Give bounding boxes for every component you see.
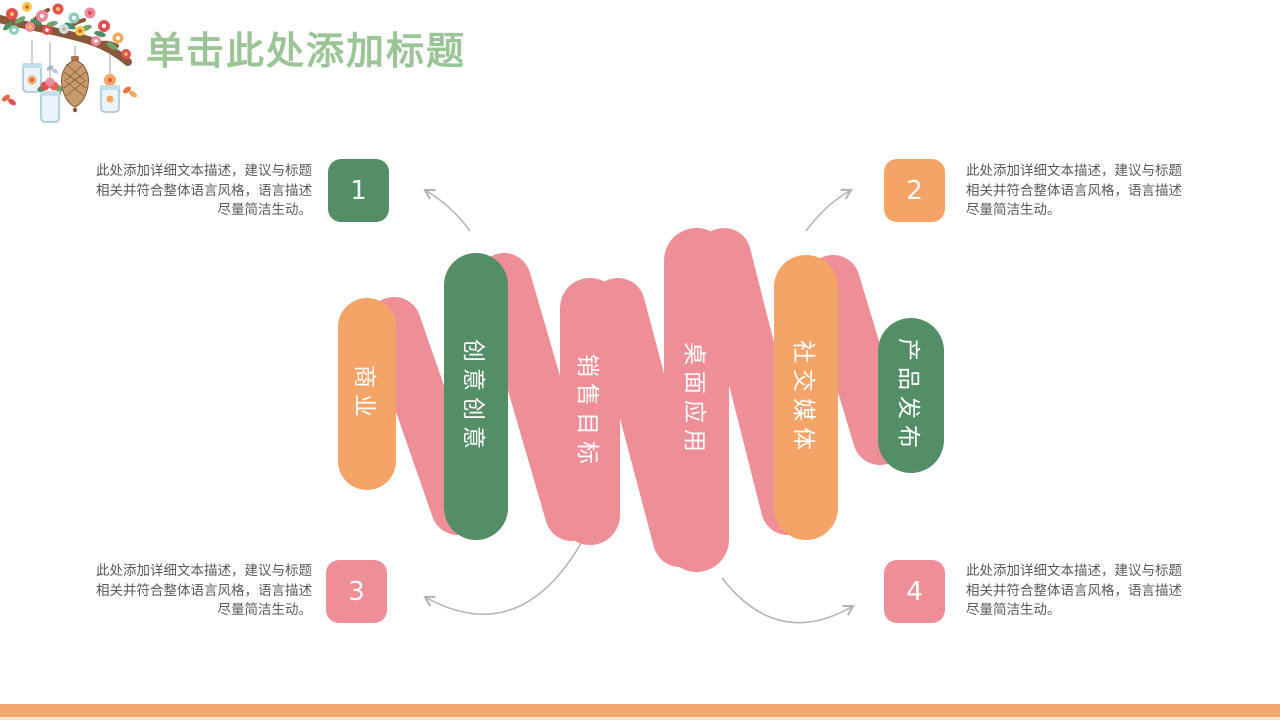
step-badge-3: 3 [326, 560, 387, 623]
butterfly-icon [123, 86, 137, 98]
flowers-icon [6, 2, 131, 59]
step-number: 1 [350, 175, 367, 206]
callout-text-2: 此处添加详细文本描述，建议与标题相关并符合整体语言风格，语言描述尽量简洁生动。 [966, 163, 1182, 218]
callout-text-4: 此处添加详细文本描述，建议与标题相关并符合整体语言风格，语言描述尽量简洁生动。 [966, 563, 1182, 618]
callout-text-3: 此处添加详细文本描述，建议与标题相关并符合整体语言风格，语言描述尽量简洁生动。 [96, 563, 312, 618]
pill-social-media: 社交媒体 [774, 255, 838, 540]
step-badge-4: 4 [884, 560, 945, 623]
step-badge-1: 1 [328, 159, 389, 222]
pill-label: 社交媒体 [790, 339, 816, 456]
pill-sales-target: 销售目标 [560, 278, 620, 545]
butterfly-icon [2, 94, 16, 106]
pill-desktop-app: 桌面应用 [664, 228, 729, 572]
pill-label: 销售目标 [574, 353, 600, 470]
footer-pale-strip [0, 717, 1280, 720]
hanging-flower-jar-icon [37, 42, 64, 123]
wicker-lantern-icon [61, 46, 89, 113]
pill-label: 桌面应用 [680, 342, 707, 458]
pill-label: 产品发布 [895, 337, 921, 454]
footer-accent-bar [0, 704, 1280, 717]
slide-title: 单击此处添加标题 [146, 29, 467, 73]
hanging-jar-icon [100, 52, 120, 113]
callout-text-1: 此处添加详细文本描述，建议与标题相关并符合整体语言风格，语言描述尽量简洁生动。 [96, 163, 312, 218]
step-number: 4 [906, 576, 923, 607]
step-number: 2 [906, 175, 923, 206]
pill-creative: 创意创意 [444, 253, 508, 540]
butterfly-icon [46, 65, 59, 74]
floral-branch-decoration [0, 2, 137, 123]
pill-business: 商业 [338, 298, 396, 490]
pill-label: 创意创意 [460, 338, 486, 455]
pill-product-launch: 产品发布 [878, 318, 944, 473]
hanging-jar-icon [22, 40, 42, 93]
pill-label: 商业 [351, 365, 377, 423]
curved-arrow [423, 188, 855, 624]
step-badge-2: 2 [884, 159, 945, 222]
step-number: 3 [348, 576, 365, 607]
